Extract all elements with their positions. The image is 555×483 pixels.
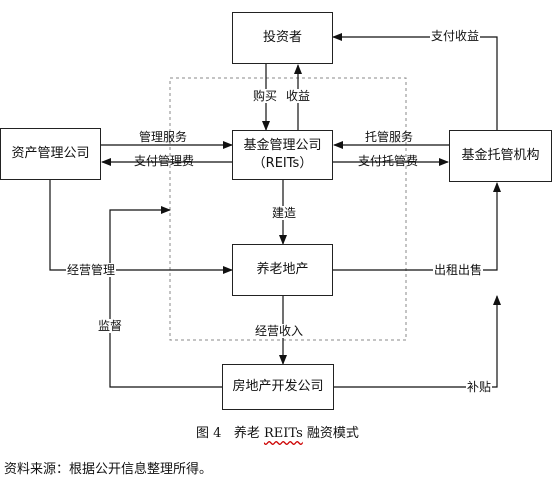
edge-label-supervise: 监督 <box>97 319 124 333</box>
edge-label-pay-mgmt-fee: 支付管理费 <box>134 154 195 168</box>
caption-prefix: 图 4 养老 <box>196 426 264 441</box>
arrow-subsidy <box>334 295 501 388</box>
caption-underlined: REITs <box>263 426 303 441</box>
edge-label-subsidy: 补贴 <box>466 380 493 394</box>
node-fund-custody-label: 基金托管机构 <box>461 148 540 164</box>
node-developer-label: 房地产开发公司 <box>232 379 324 395</box>
edge-label-construct: 建造 <box>271 206 298 220</box>
node-investor-label: 投资者 <box>262 30 302 46</box>
node-asset-mgmt-label: 资产管理公司 <box>11 146 90 162</box>
node-investor: 投资者 <box>232 12 333 64</box>
node-fund-custody: 基金托管机构 <box>449 130 552 182</box>
node-fund-mgmt: 基金管理公司 （REITs） <box>232 130 333 180</box>
arrow-rent-sell <box>333 182 501 271</box>
source-note: 资料来源：根据公开信息整理所得。 <box>4 462 213 477</box>
figure-caption: 图 4 养老 REITs 融资模式 <box>0 422 555 441</box>
edge-label-income: 收益 <box>285 89 312 103</box>
node-elderly-property-label: 养老地产 <box>256 262 309 278</box>
edge-label-mgmt-service: 管理服务 <box>139 130 188 144</box>
edge-label-buy: 购买 <box>252 89 279 103</box>
caption-suffix: 融资模式 <box>302 426 359 441</box>
edge-label-pay-custody-fee: 支付托管费 <box>358 154 419 168</box>
arrow-supervise <box>109 206 222 388</box>
node-asset-mgmt: 资产管理公司 <box>0 128 101 180</box>
edge-label-rent-sell: 出租出售 <box>433 263 484 277</box>
node-developer: 房地产开发公司 <box>222 364 334 410</box>
arrow-operate-mgmt <box>49 180 233 274</box>
edge-label-custody-service: 托管服务 <box>365 130 414 144</box>
edge-label-pay-income-top: 支付收益 <box>430 29 481 43</box>
node-fund-mgmt-label-line2: （REITs） <box>252 156 313 171</box>
arrow-pay-income-top <box>332 33 498 130</box>
edge-label-operate-income: 经营收入 <box>254 324 305 338</box>
node-elderly-property: 养老地产 <box>232 244 333 296</box>
edge-label-operate-mgmt: 经营管理 <box>66 263 117 277</box>
node-fund-mgmt-label-line1: 基金管理公司 <box>243 138 322 154</box>
